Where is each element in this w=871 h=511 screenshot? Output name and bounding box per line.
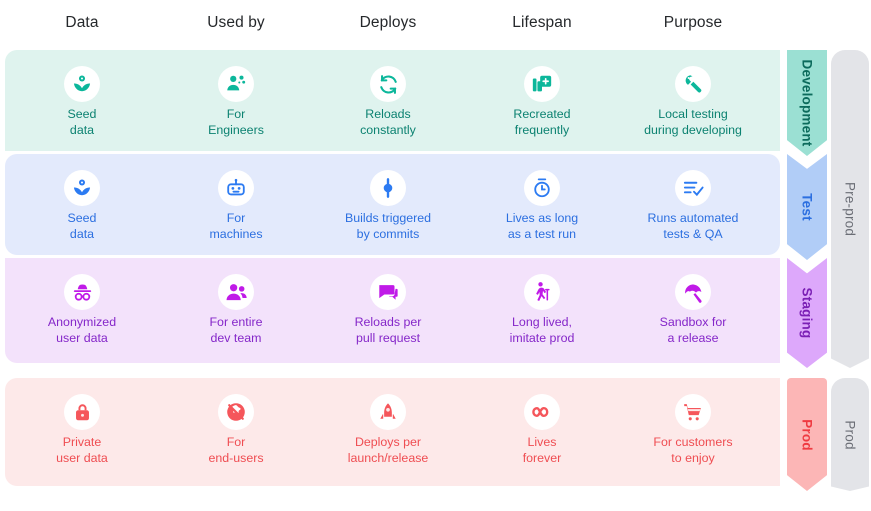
cell-staging-used-by: For entire dev team [161, 274, 311, 346]
cell-staging-purpose: Sandbox for a release [618, 274, 768, 346]
cell-prod-deploys: Deploys per launch/release [313, 394, 463, 466]
cell-prod-used-by: For end-users [161, 394, 311, 466]
shopping-cart-icon [675, 394, 711, 430]
column-header-deploys: Deploys [359, 14, 417, 31]
cell-label: For machines [209, 211, 263, 241]
lock-icon [64, 394, 100, 430]
environment-row-prod: Private user data For end-users Deploys … [5, 378, 780, 486]
infinity-icon [524, 394, 560, 430]
group-band-pre-prod: Pre-prod [831, 50, 869, 368]
cell-test-deploys: Builds triggered by commits [313, 170, 463, 242]
cell-label: Lives forever [522, 435, 562, 465]
environment-row-test: Seed data For machines Builds triggered … [5, 154, 780, 255]
band-label: Development [799, 59, 815, 147]
group-band-label: Prod [842, 419, 858, 450]
cell-label: Anonymized user data [47, 315, 117, 345]
cell-prod-lifespan: Lives forever [467, 394, 617, 466]
robot-icon [218, 170, 254, 206]
cell-label: Reloads constantly [360, 107, 416, 137]
engineer-icon [218, 66, 254, 102]
cell-label: Long lived, imitate prod [509, 315, 575, 345]
band-test: Test [787, 154, 827, 260]
cell-label: Lives as long as a test run [505, 211, 579, 241]
band-label: Prod [799, 418, 815, 451]
rocket-icon [370, 394, 406, 430]
cell-label: Private user data [56, 435, 108, 465]
seedling-icon [64, 170, 100, 206]
cell-label: Local testing during developing [644, 107, 742, 137]
cell-test-used-by: For machines [161, 170, 311, 242]
group-band-prod: Prod [831, 378, 869, 491]
cell-staging-data: Anonymized user data [7, 274, 157, 346]
git-commit-icon [370, 170, 406, 206]
cell-label: Seed data [67, 211, 97, 241]
globe-icon [218, 394, 254, 430]
incognito-icon [64, 274, 100, 310]
column-header-purpose: Purpose [663, 14, 723, 31]
refresh-cycle-icon [370, 66, 406, 102]
checklist-icon [675, 170, 711, 206]
column-headers: Data Used by Deploys Lifespan Purpose [0, 14, 780, 44]
environment-row-development: Seed data For Engineers Reloads constant… [5, 50, 780, 151]
people-group-icon [218, 274, 254, 310]
cell-label: For customers to enjoy [653, 435, 733, 465]
cell-label: Deploys per launch/release [347, 435, 429, 465]
cell-prod-data: Private user data [7, 394, 157, 466]
cell-development-used-by: For Engineers [161, 66, 311, 138]
cell-prod-purpose: For customers to enjoy [618, 394, 768, 466]
cell-staging-lifespan: Long lived, imitate prod [467, 274, 617, 346]
cell-label: Runs automated tests & QA [647, 211, 739, 241]
beach-umbrella-icon [675, 274, 711, 310]
column-header-used-by: Used by [207, 14, 265, 31]
cell-staging-deploys: Reloads per pull request [313, 274, 463, 346]
elderly-person-icon [524, 274, 560, 310]
wrench-icon [675, 66, 711, 102]
cell-development-purpose: Local testing during developing [618, 66, 768, 138]
chat-bubbles-icon [370, 274, 406, 310]
cell-label: Recreated frequently [513, 107, 571, 137]
group-band-label: Pre-prod [842, 181, 858, 237]
column-header-lifespan: Lifespan [512, 14, 572, 31]
cell-label: Seed data [67, 107, 97, 137]
seedling-icon [64, 66, 100, 102]
band-development: Development [787, 50, 827, 156]
cell-label: Sandbox for a release [659, 315, 727, 345]
cell-label: Reloads per pull request [354, 315, 422, 345]
cell-development-lifespan: Recreated frequently [467, 66, 617, 138]
cell-test-lifespan: Lives as long as a test run [467, 170, 617, 242]
cell-development-deploys: Reloads constantly [313, 66, 463, 138]
band-label: Staging [799, 287, 815, 339]
stopwatch-icon [524, 170, 560, 206]
add-copy-icon [524, 66, 560, 102]
cell-label: For Engineers [208, 107, 264, 137]
band-label: Test [799, 193, 815, 221]
cell-label: Builds triggered by commits [344, 211, 432, 241]
cell-test-purpose: Runs automated tests & QA [618, 170, 768, 242]
cell-label: For end-users [208, 435, 264, 465]
cell-development-data: Seed data [7, 66, 157, 138]
environment-row-staging: Anonymized user data For entire dev team… [5, 258, 780, 363]
cell-test-data: Seed data [7, 170, 157, 242]
band-staging: Staging [787, 258, 827, 368]
cell-label: For entire dev team [209, 315, 263, 345]
band-prod: Prod [787, 378, 827, 491]
column-header-data: Data [65, 14, 99, 31]
